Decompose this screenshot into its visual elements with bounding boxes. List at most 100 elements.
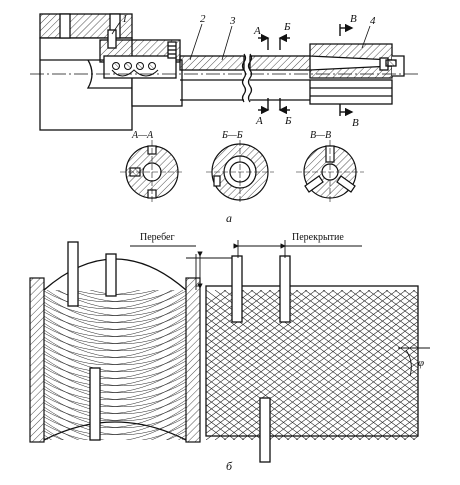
stone-top-1 xyxy=(231,255,243,323)
hatch-line xyxy=(206,377,290,440)
hatch-line xyxy=(206,290,245,319)
hatch-line xyxy=(206,290,344,394)
bore-view xyxy=(29,241,201,443)
hatch-line xyxy=(206,290,254,326)
hatch-line xyxy=(376,290,418,322)
honing-head-assembly xyxy=(30,13,420,131)
cut-label-a-top: А xyxy=(253,25,261,37)
stone-bottom xyxy=(259,397,271,463)
hatch-curve xyxy=(44,385,186,415)
hatch-line xyxy=(322,368,418,440)
cut-label-v-bottom: В xyxy=(352,117,359,129)
developed-surface xyxy=(205,255,460,463)
dimension-lines xyxy=(130,240,430,377)
hatch-curve xyxy=(44,336,186,366)
hatch-line xyxy=(277,334,418,440)
part-label-2: 2 xyxy=(200,13,206,25)
label-overrun: Перебег xyxy=(140,232,175,243)
hatch-curve xyxy=(44,427,186,440)
hatch-curve xyxy=(44,364,186,394)
hatch-line xyxy=(206,290,389,427)
hatch-line xyxy=(250,314,418,440)
hatch-curve xyxy=(44,434,186,440)
hatch-line xyxy=(206,390,272,440)
hatch-line xyxy=(431,290,460,440)
hatch-curve xyxy=(44,308,186,338)
hatch-curve xyxy=(44,406,186,436)
part-label-1: 1 xyxy=(122,13,128,25)
hatch-line xyxy=(206,290,353,400)
hatch-line xyxy=(358,395,418,440)
hatch-line xyxy=(206,290,380,421)
hatch-curve xyxy=(44,322,186,352)
hatch-curve xyxy=(44,343,186,373)
hatch-line xyxy=(431,290,460,440)
hatch-line xyxy=(268,327,418,440)
hatch-curve xyxy=(44,294,186,324)
hatch-line xyxy=(206,290,407,440)
hatch-line xyxy=(286,341,418,440)
hatch-curve xyxy=(44,357,186,387)
leader-lines xyxy=(111,21,371,61)
hatch-line xyxy=(206,290,263,333)
label-overlap: Перекрытие xyxy=(292,232,344,243)
stone-lower xyxy=(89,367,101,441)
cut-label-b-top: Б xyxy=(283,21,291,33)
hatch-line xyxy=(206,290,371,414)
hatch-line xyxy=(206,290,299,360)
hatch-line xyxy=(206,290,398,434)
hatch-curve xyxy=(44,350,186,380)
hatch-line xyxy=(449,290,460,440)
hatch-curve xyxy=(44,434,186,440)
hatch-line xyxy=(259,321,418,440)
section-aa xyxy=(120,140,184,204)
hatch-line xyxy=(331,375,418,440)
bore-crosshatch xyxy=(44,290,186,440)
hatch-curve xyxy=(44,290,186,317)
stone-top-2 xyxy=(279,255,291,323)
hatch-curve xyxy=(44,350,186,380)
hatch-curve xyxy=(44,290,186,303)
stone-upper-left xyxy=(67,241,79,307)
hatch-line xyxy=(295,348,418,440)
hatch-curve xyxy=(44,329,186,359)
hatch-line xyxy=(358,290,418,335)
hatch-curve xyxy=(44,378,186,408)
hatch-line xyxy=(206,290,335,387)
hatch-line xyxy=(206,397,263,440)
rod xyxy=(179,55,245,71)
hatch-curve xyxy=(44,385,186,415)
hatch-curve xyxy=(44,413,186,440)
hatch-curve xyxy=(44,413,186,440)
hatch-curve xyxy=(44,336,186,366)
hatch-curve xyxy=(44,392,186,422)
hatch-curve xyxy=(44,315,186,345)
hatch-curve xyxy=(44,290,186,310)
hatch-line xyxy=(313,361,418,440)
hatch-line xyxy=(349,290,418,342)
hatch-curve xyxy=(44,315,186,345)
section-bb xyxy=(206,140,274,204)
cut-label-a-bottom: А xyxy=(255,115,263,127)
label-angle: φ xyxy=(418,357,424,369)
part-label-3: 3 xyxy=(229,15,236,27)
hatch-line xyxy=(206,290,281,346)
cut-label-b-bottom: Б xyxy=(284,115,292,127)
hatch-line xyxy=(340,290,418,349)
hatch-line xyxy=(206,290,362,407)
hatch-line xyxy=(206,384,281,440)
hatch-curve xyxy=(44,301,186,331)
hatch-curve xyxy=(44,322,186,352)
hatch-line xyxy=(206,290,308,367)
hatch-line xyxy=(322,290,418,362)
hatch-curve xyxy=(44,294,186,324)
hatch-curve xyxy=(44,399,186,429)
hatch-curve xyxy=(44,371,186,401)
section-title-bb: Б—Б xyxy=(221,130,243,141)
hatch-line xyxy=(241,307,418,440)
part-label-4: 4 xyxy=(370,15,376,27)
hatch-line xyxy=(422,290,460,440)
hatch-line xyxy=(206,404,254,440)
